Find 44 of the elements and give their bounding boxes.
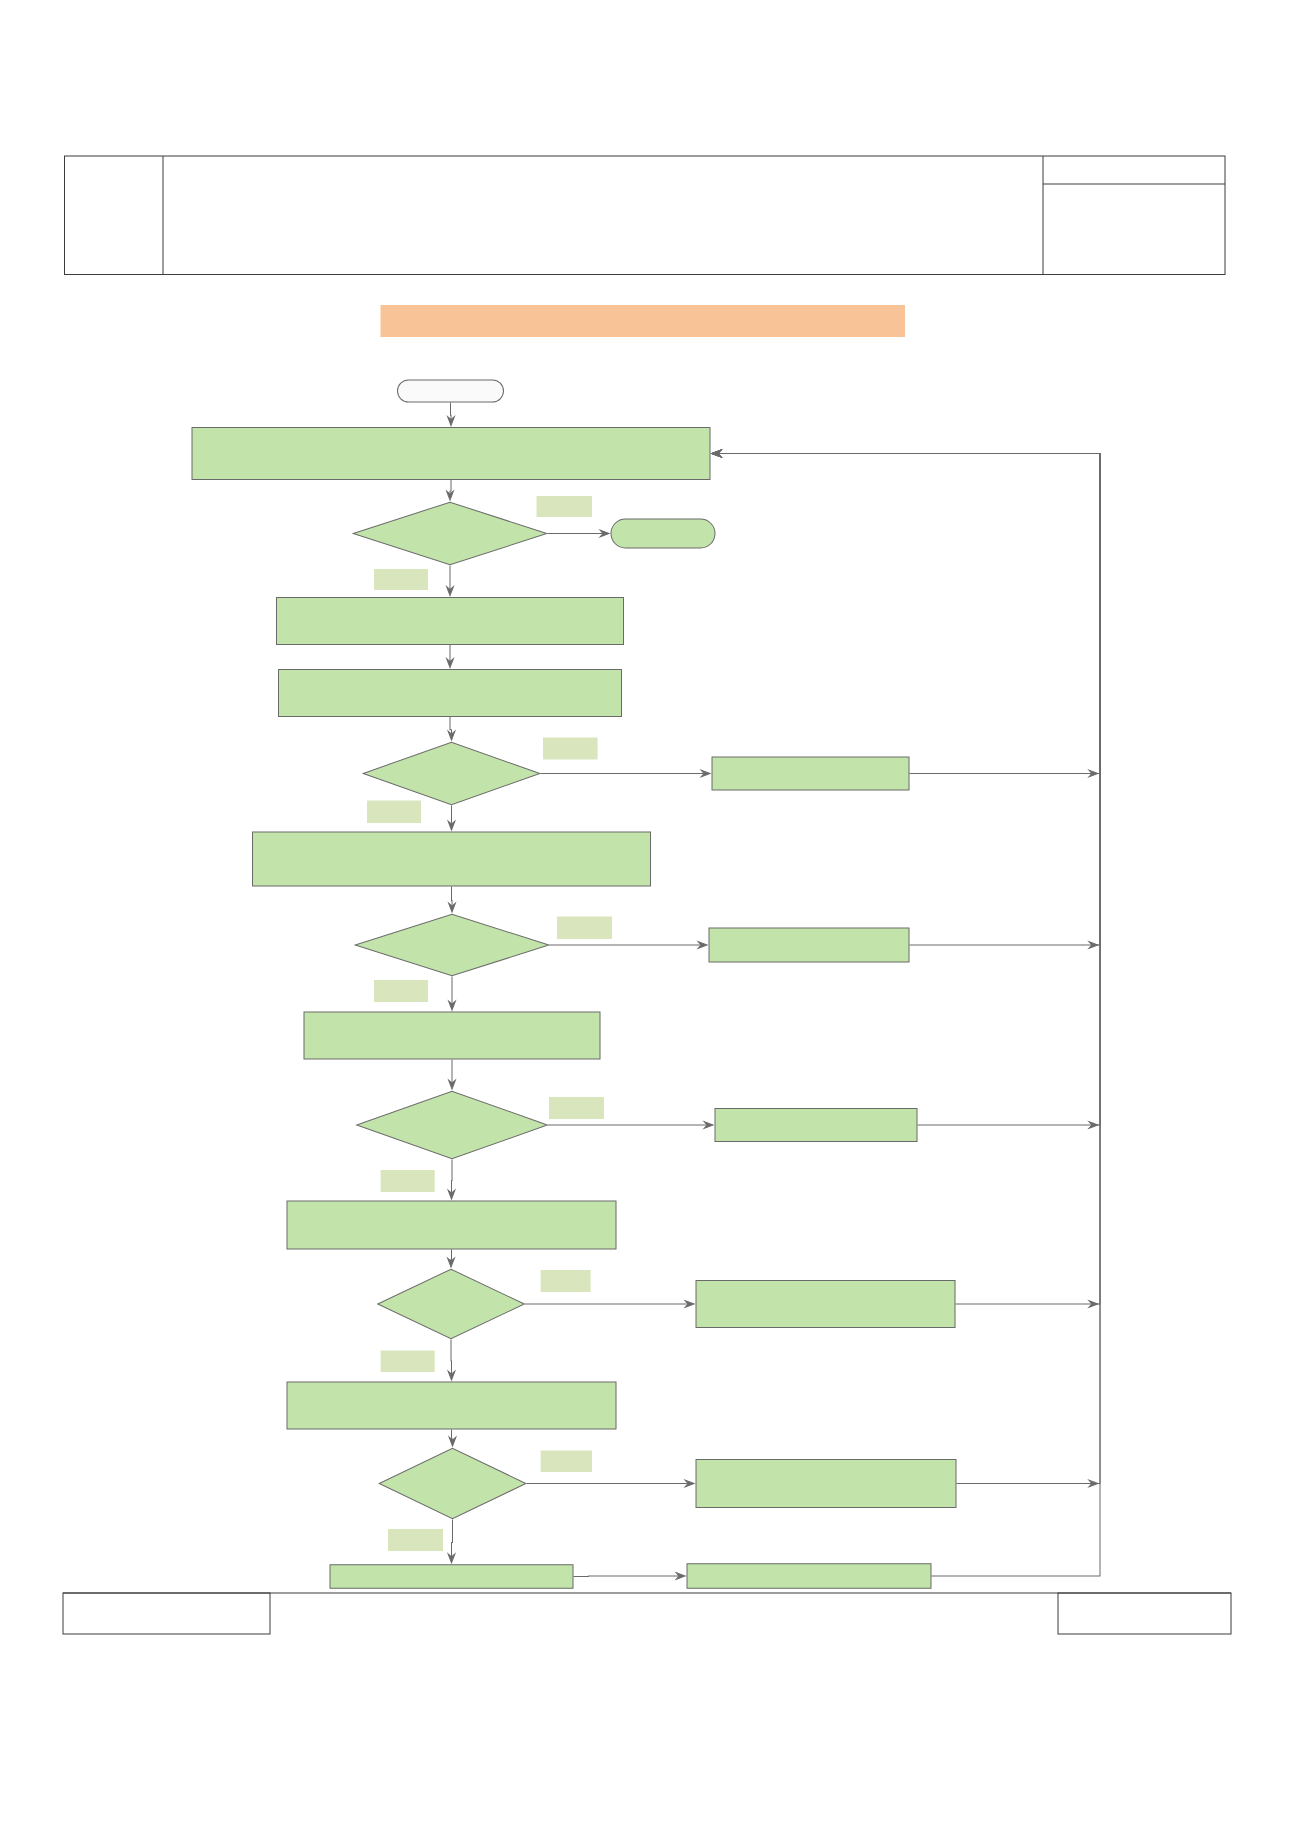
arrow [446,644,454,669]
process-box [711,756,910,791]
decision-diamond [377,1268,525,1340]
arrow [526,1479,695,1488]
arrow [547,1121,714,1129]
arrow [446,565,454,597]
process-box [286,1200,617,1250]
arrow [540,769,711,778]
decision-diamond [354,913,550,977]
arrow [524,1300,695,1308]
process-box [303,1011,601,1060]
process-box [714,1108,918,1142]
arrow [448,1059,456,1090]
arrow [446,479,454,501]
arrow [573,1572,686,1580]
arrow [448,1429,457,1447]
process-box [695,1280,956,1328]
title-band [380,305,905,337]
process-box [329,1564,574,1589]
arrow [447,805,456,831]
process-box [686,1563,932,1589]
arrow [448,886,456,913]
arrow [547,529,610,538]
process-box [252,831,651,887]
arrow [447,402,455,427]
arrow [549,941,708,949]
decision-diamond [378,1447,527,1520]
decision-diamond [352,501,548,566]
decision-diamond [362,741,541,806]
arrow [447,1159,456,1200]
arrow [447,1249,455,1268]
arrow [447,716,456,741]
process-box [708,927,910,963]
process-box [278,669,622,717]
decision-diamond [356,1090,548,1160]
arrow [448,976,456,1011]
process-box [695,1459,957,1508]
process-box [276,597,624,645]
terminator [397,379,504,403]
arrow [447,1519,456,1564]
process-box [191,427,711,480]
terminator [610,518,716,549]
process-box [286,1381,617,1430]
arrow [447,1339,456,1381]
